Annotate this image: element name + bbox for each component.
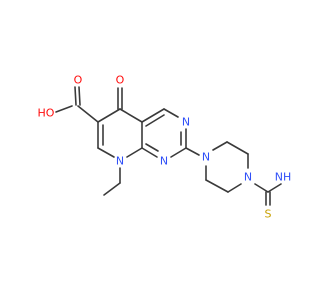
- bond-c4a-c4-inner: [145, 114, 165, 127]
- bond-c8a-n8: [126, 147, 143, 158]
- bond-c5-c4a: [119, 108, 143, 123]
- atom-piperazine-nitrogen-left: N: [202, 151, 210, 164]
- structure-diagram: HO O O N N N N N NH S: [38, 74, 292, 221]
- atom-pyrimidine-nitrogen-3: N: [182, 116, 190, 129]
- atom-acid-oxygen: O: [74, 74, 83, 87]
- bonds: [55, 86, 282, 206]
- bond-pip-d: [227, 183, 242, 193]
- molecule-structure: HO O O N N N N N NH S: [38, 74, 292, 221]
- bond-n1-c8a-inner: [145, 143, 159, 152]
- atom-hydroxyl: HO: [38, 107, 55, 120]
- bond-c4a-c4: [141, 108, 165, 123]
- atom-pyrimidine-nitrogen-1: N: [160, 155, 168, 168]
- bond-acid-ring: [77, 105, 99, 123]
- bond-thio-c-nh: [267, 183, 282, 193]
- bond-pip-e: [205, 179, 229, 193]
- bond-c2-n-pip: [185, 147, 200, 156]
- bond-pip-b: [226, 141, 249, 155]
- atom-piperazine-nitrogen-right: N: [244, 171, 252, 184]
- atom-amide-nh: NH: [275, 171, 292, 184]
- atom-ring-nitrogen-8: N: [116, 155, 124, 168]
- bond-c2-n1: [170, 147, 187, 158]
- bond-acid-oh: [55, 105, 73, 113]
- bond-c6-c5: [97, 108, 121, 123]
- bond-n1-c8a: [141, 147, 158, 158]
- bond-n8-c7: [97, 147, 115, 158]
- atom-ketone-oxygen: O: [116, 74, 125, 87]
- bond-acid-co-b: [78, 86, 81, 106]
- atom-sulfur: S: [265, 208, 272, 221]
- bond-acid-co-a: [74, 86, 77, 106]
- bond-n-thio-c: [254, 183, 269, 193]
- bond-ethyl-cc: [103, 182, 121, 196]
- bond-c4-n3: [163, 108, 179, 118]
- bond-pip-a: [212, 141, 228, 151]
- atom-labels: HO O O N N N N N NH S: [38, 74, 292, 221]
